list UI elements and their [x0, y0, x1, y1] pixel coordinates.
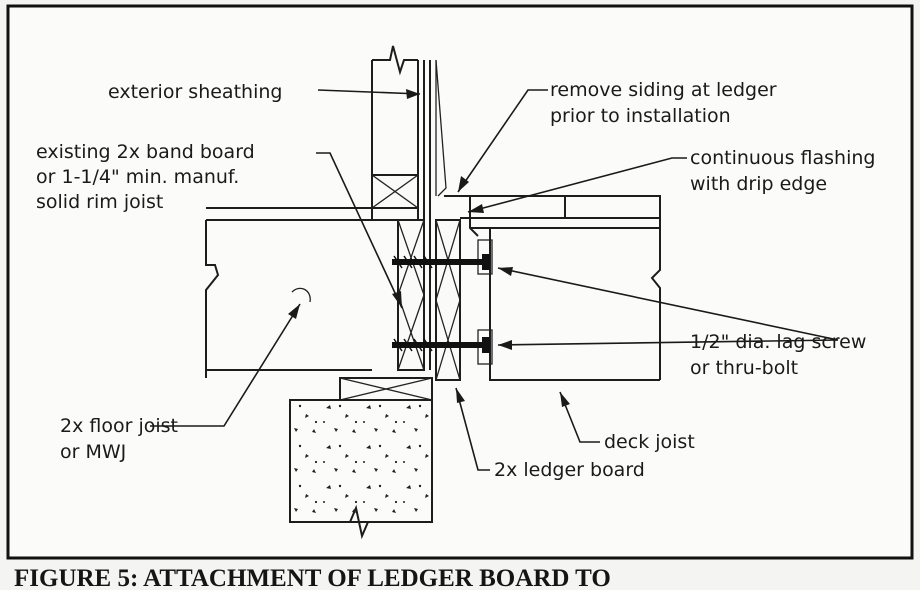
label-lag-screw-2: or thru-bolt	[690, 357, 798, 379]
lag-screw-lower	[392, 337, 490, 353]
leaders	[150, 89, 839, 471]
wall-top-plate	[371, 207, 419, 221]
deck-joist	[444, 195, 661, 381]
label-band-board-3: solid rim joist	[36, 191, 163, 213]
lag-screw-upper	[392, 254, 490, 270]
label-remove-siding-2: prior to installation	[550, 105, 731, 127]
label-lag-screw-1: 1/2" dia. lag screw	[690, 331, 866, 353]
lag-screws	[392, 254, 490, 353]
label-remove-siding-1: remove siding at ledger	[550, 79, 777, 101]
label-flashing-2: with drip edge	[690, 173, 827, 195]
ledger-board	[435, 219, 461, 381]
foundation	[289, 377, 433, 540]
floor-joist	[205, 220, 372, 371]
label-exterior-sheathing: exterior sheathing	[108, 81, 282, 103]
label-deck-joist: deck joist	[604, 431, 695, 453]
label-band-board-2: or 1-1/4" min. manuf.	[36, 166, 239, 188]
wall-framing	[371, 45, 419, 221]
label-band-board-1: existing 2x band board	[36, 141, 255, 163]
label-floor-joist-1: 2x floor joist	[60, 415, 178, 437]
foundation-wall	[289, 399, 433, 523]
label-ledger-board: 2x ledger board	[494, 459, 645, 481]
label-flashing-1: continuous flashing	[690, 147, 875, 169]
label-floor-joist-2: or MWJ	[60, 441, 126, 463]
figure-caption: FIGURE 5: ATTACHMENT OF LEDGER BOARD TO	[14, 565, 611, 590]
